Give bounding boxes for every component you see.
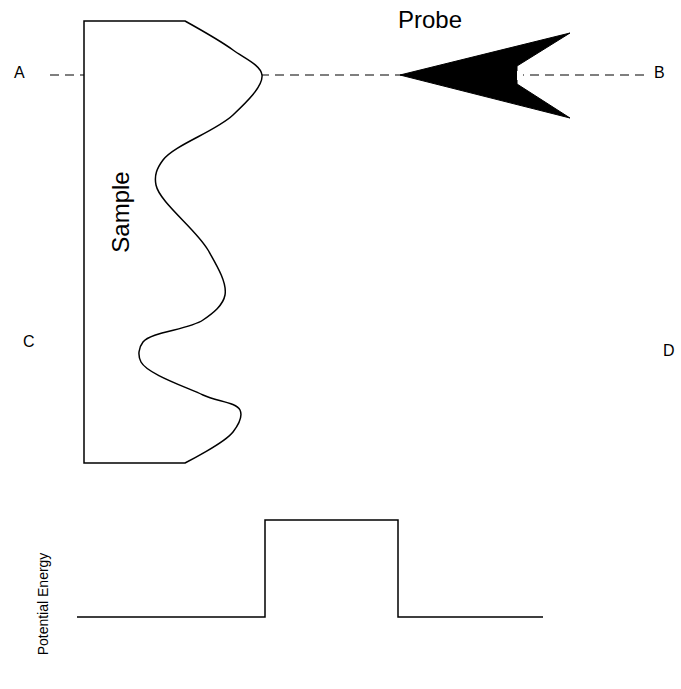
sample-outline <box>84 21 262 463</box>
potential-barrier <box>77 520 543 617</box>
point-label: C <box>23 333 35 351</box>
probe-tip: Probe <box>395 5 575 125</box>
node-label: Probe <box>398 7 462 33</box>
probe-notch <box>517 71 542 80</box>
node-label: Sample <box>108 171 134 252</box>
point-label: A <box>14 64 25 82</box>
probe-body <box>400 33 570 118</box>
sample-body: Sample <box>83 20 268 465</box>
point-label: D <box>663 342 675 360</box>
axis-label: Potential Energy <box>36 553 51 656</box>
point-label: B <box>654 64 665 82</box>
